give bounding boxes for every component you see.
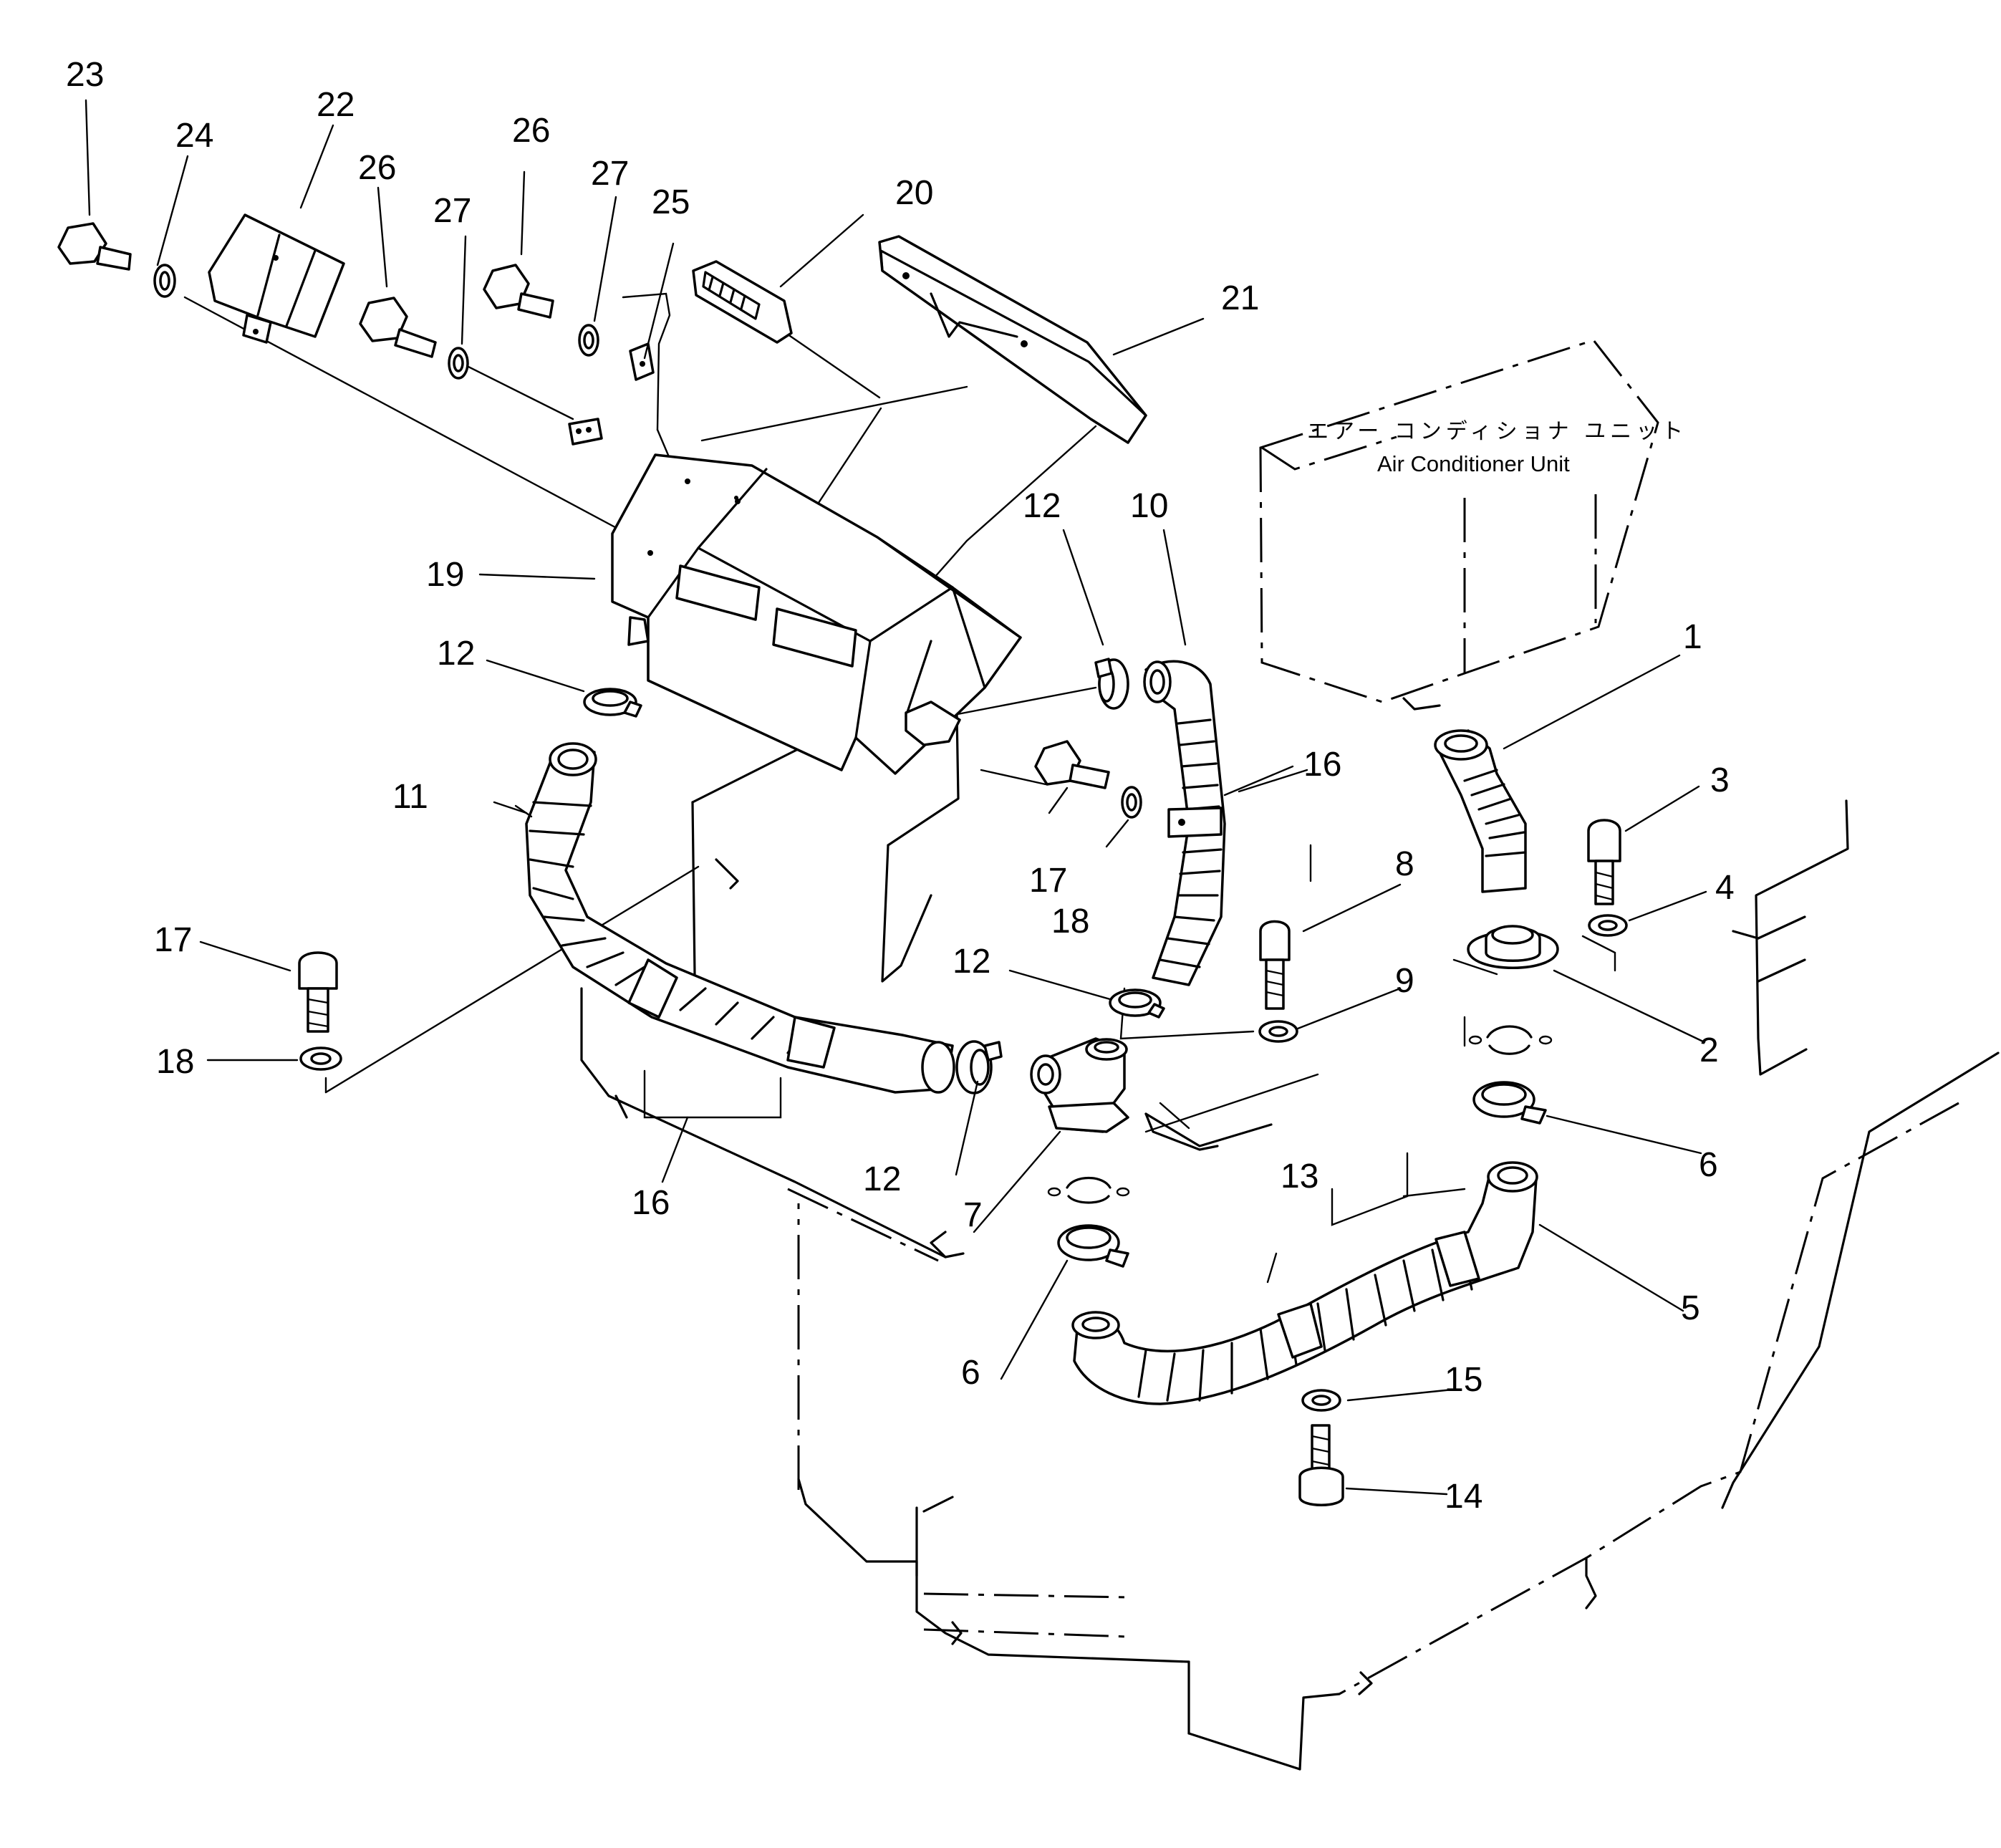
bolt-part-3 [1587, 819, 1621, 905]
callout-26-left: 26 [358, 149, 396, 187]
callout-8: 8 [1395, 845, 1414, 883]
callout-7: 7 [963, 1196, 983, 1234]
callout-26-right: 26 [512, 112, 550, 150]
callout-3: 3 [1710, 761, 1730, 799]
callout-27-right: 27 [591, 155, 629, 193]
clamp-part-12-upper-left [583, 688, 642, 718]
callout-25: 25 [652, 183, 690, 221]
clamp-part-6-right [1472, 1081, 1547, 1125]
unit-label-english: Air Conditioner Unit [1377, 451, 1570, 476]
callout-19: 19 [426, 556, 464, 594]
clamp-part-12-upper-center [1094, 658, 1129, 710]
washer-part-15 [1301, 1389, 1341, 1412]
washer-part-18-left [299, 1046, 342, 1071]
callout-12-lower: 12 [863, 1160, 901, 1198]
bolt-part-17-center [1034, 740, 1110, 789]
bolt-part-26-left [359, 297, 437, 358]
callout-23: 23 [66, 56, 104, 94]
o-ring-upper [1468, 1025, 1553, 1055]
callout-1: 1 [1683, 618, 1702, 656]
hose-part-11 [525, 742, 955, 1094]
unit-label-japanese: エアー コンディショナ ユニット [1307, 419, 1687, 444]
callout-leaders [85, 99, 1707, 1496]
hose-part-1 [1434, 729, 1527, 893]
duct-box-part-19 [611, 453, 1022, 775]
callout-14: 14 [1445, 1478, 1482, 1516]
air-conditioner-unit: エアー コンディショナ ユニット Air Conditioner Unit [1259, 339, 1687, 711]
callout-17-left: 17 [154, 921, 192, 959]
callout-12-left: 12 [437, 635, 475, 673]
clip-part-25 [568, 342, 655, 446]
callout-17-center: 17 [1029, 862, 1067, 900]
callout-27-left: 27 [433, 192, 471, 230]
washer-part-24 [153, 264, 176, 298]
callout-16-left: 16 [632, 1184, 670, 1222]
callout-12-upper: 12 [1023, 487, 1061, 525]
callout-6-right: 6 [1699, 1146, 1718, 1184]
callout-22: 22 [317, 86, 355, 124]
fitting-part-7 [1030, 1037, 1129, 1133]
bolt-part-8 [1259, 920, 1291, 1010]
flange-part-2 [1467, 925, 1559, 969]
callout-13: 13 [1281, 1158, 1318, 1195]
washer-part-18-center [1121, 786, 1142, 819]
callout-21: 21 [1221, 279, 1259, 317]
clamp-part-12-lower [955, 1040, 1003, 1094]
callout-18-center: 18 [1051, 903, 1089, 940]
bolt-part-17-left [298, 951, 338, 1033]
callout-15: 15 [1445, 1361, 1482, 1399]
callout-2: 2 [1699, 1031, 1719, 1069]
washer-part-27-left [448, 347, 469, 380]
bolt-part-23 [57, 222, 132, 271]
tank-block [580, 668, 1273, 1262]
callout-4: 4 [1715, 869, 1735, 907]
grille-part-20 [692, 260, 793, 344]
clamp-part-12-center [1109, 988, 1165, 1019]
machine-body [797, 799, 2000, 1771]
callout-6-left: 6 [961, 1354, 980, 1392]
callout-5: 5 [1681, 1289, 1700, 1327]
bracket-part-22 [208, 213, 345, 344]
callout-9: 9 [1395, 962, 1414, 1000]
callout-16-right: 16 [1303, 746, 1341, 784]
cover-part-21 [878, 235, 1147, 444]
callout-24: 24 [175, 117, 213, 155]
hose-part-10 [1143, 660, 1226, 986]
o-ring-lower [1047, 1176, 1130, 1204]
washer-part-4 [1588, 914, 1628, 937]
bolt-part-14 [1298, 1424, 1344, 1506]
callout-12-center: 12 [953, 943, 990, 981]
callout-11: 11 [392, 778, 428, 816]
washer-part-9 [1258, 1020, 1298, 1043]
bolt-part-26-right [483, 264, 554, 319]
callout-10: 10 [1130, 487, 1168, 525]
callout-labels: 23 24 22 26 27 26 27 25 20 21 19 12 12 1… [66, 56, 1735, 1516]
hose-part-5 [1071, 1161, 1538, 1405]
washer-part-27-right [578, 324, 599, 357]
clamp-part-6-left [1057, 1224, 1129, 1268]
callout-18-left: 18 [156, 1043, 194, 1081]
callout-20: 20 [895, 174, 933, 212]
